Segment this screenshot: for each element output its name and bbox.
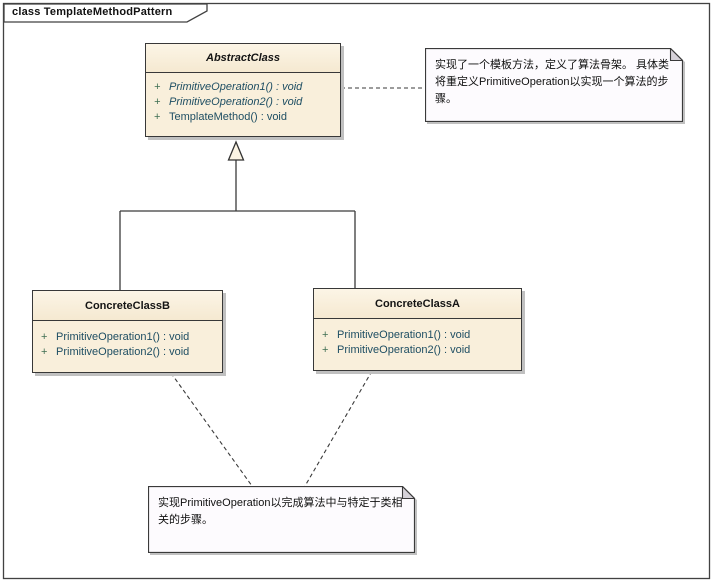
visibility-marker: + (154, 81, 161, 93)
inheritance-arrowhead-icon (227, 140, 245, 161)
class-concreteclassa[interactable]: ConcreteClassA + PrimitiveOperation1() :… (313, 288, 522, 371)
operations-compartment: + PrimitiveOperation1() : void + Primiti… (146, 73, 340, 125)
method-signature: PrimitiveOperation1() : void (169, 81, 303, 93)
method-signature: PrimitiveOperation1() : void (337, 329, 471, 341)
operations-compartment: + PrimitiveOperation1() : void + Primiti… (33, 321, 222, 360)
method-row[interactable]: + TemplateMethod() : void (146, 110, 340, 125)
method-signature: PrimitiveOperation2() : void (169, 96, 303, 108)
frame-tab-label: class TemplateMethodPattern (12, 6, 173, 18)
visibility-marker: + (41, 331, 48, 343)
notelink-concrete-a[interactable] (304, 370, 373, 487)
note-template-method[interactable]: 实现了一个模板方法，定义了算法骨架。 具体类将重定义PrimitiveOpera… (425, 48, 683, 122)
operations-compartment: + PrimitiveOperation1() : void + Primiti… (314, 319, 521, 358)
class-name: ConcreteClassB (33, 291, 222, 321)
method-signature: PrimitiveOperation2() : void (337, 344, 471, 356)
frame-tab-shape (3, 3, 208, 23)
method-signature: PrimitiveOperation2() : void (56, 346, 190, 358)
visibility-marker: + (154, 111, 161, 123)
note-fold-corner-icon (401, 486, 415, 500)
method-row[interactable]: + PrimitiveOperation2() : void (33, 345, 222, 360)
note-primitive-operation[interactable]: 实现PrimitiveOperation以完成算法中与特定于类相关的步骤。 (148, 486, 415, 553)
method-signature: PrimitiveOperation1() : void (56, 331, 190, 343)
method-row[interactable]: + PrimitiveOperation2() : void (314, 343, 521, 358)
method-row[interactable]: + PrimitiveOperation1() : void (314, 328, 521, 343)
method-row[interactable]: + PrimitiveOperation2() : void (146, 95, 340, 110)
note-text: 实现PrimitiveOperation以完成算法中与特定于类相关的步骤。 (158, 497, 403, 527)
visibility-marker: + (154, 96, 161, 108)
class-abstractclass[interactable]: AbstractClass + PrimitiveOperation1() : … (145, 43, 341, 137)
notelink-concrete-b[interactable] (170, 372, 253, 487)
method-signature: TemplateMethod() : void (169, 111, 287, 123)
generalization-connector[interactable] (119, 160, 356, 290)
note-fold-corner-icon (669, 48, 683, 62)
note-shape (425, 48, 683, 122)
visibility-marker: + (41, 346, 48, 358)
class-concreteclassb[interactable]: ConcreteClassB + PrimitiveOperation1() :… (32, 290, 223, 373)
visibility-marker: + (322, 344, 329, 356)
note-shape (148, 486, 415, 553)
class-name: ConcreteClassA (314, 289, 521, 319)
method-row[interactable]: + PrimitiveOperation1() : void (146, 80, 340, 95)
visibility-marker: + (322, 329, 329, 341)
class-name: AbstractClass (146, 44, 340, 73)
note-text: 实现了一个模板方法，定义了算法骨架。 具体类将重定义PrimitiveOpera… (435, 59, 670, 106)
method-row[interactable]: + PrimitiveOperation1() : void (33, 330, 222, 345)
